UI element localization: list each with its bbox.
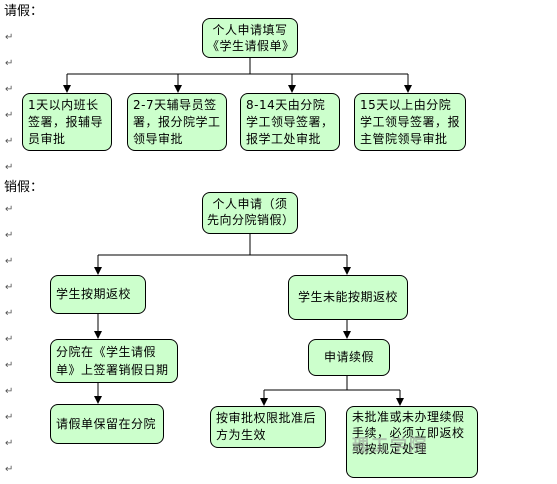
- leave-option-2-box: 2-7天辅导员签署，报分院学工领导审批: [127, 93, 227, 151]
- leave-connectors: [63, 58, 412, 93]
- paragraph-mark-icon: ↵: [5, 386, 14, 397]
- leave-option-4-box: 15天以上由分院学工领导签署，报主管院领导审批: [354, 93, 466, 151]
- cancel-root-text: 个人申请（须先向分院销假）: [207, 197, 295, 227]
- late-box: 学生未能按期返校: [288, 275, 408, 320]
- paragraph-mark-icon: ↵: [5, 32, 14, 43]
- leave-option-3-text: 8-14天由分院学工领导签署，报学工处审批: [246, 98, 334, 146]
- paragraph-mark-icon: ↵: [5, 136, 14, 147]
- leave-option-3-box: 8-14天由分院学工领导签署，报学工处审批: [240, 93, 340, 151]
- leave-section-title: 请假：: [4, 4, 44, 19]
- paragraph-mark-icon: ↵: [5, 308, 14, 319]
- paragraph-mark-icon: ↵: [5, 84, 14, 95]
- paragraph-mark-icon: ↵: [5, 438, 14, 449]
- leave-option-4-text: 15天以上由分院学工领导签署，报主管院领导审批: [360, 98, 461, 146]
- late-step1-box: 申请续假: [308, 339, 390, 376]
- late-step1-text: 申请续假: [323, 350, 374, 364]
- on-time-box: 学生按期返校: [50, 275, 146, 314]
- leave-root-text: 个人申请填写《学生请假单》: [207, 23, 295, 53]
- leave-root-box: 个人申请填写《学生请假单》: [202, 18, 298, 58]
- paragraph-mark-icon: ↵: [5, 204, 14, 215]
- cancel-section-title: 销假：: [4, 180, 44, 195]
- late-unapproved-text: 未批准或未办理续假手续，必须立即返校或按规定处理: [352, 410, 465, 456]
- paragraph-mark-icon: ↵: [5, 334, 14, 345]
- leave-option-1-text: 1天以内班长签署，报辅导员审批: [28, 98, 104, 146]
- on-time-text: 学生按期返校: [56, 287, 132, 301]
- leave-option-1-box: 1天以内班长签署，报辅导员审批: [22, 93, 112, 151]
- paragraph-mark-icon: ↵: [5, 162, 14, 173]
- paragraph-mark-icon: ↵: [5, 464, 14, 475]
- on-time-step1-box: 分院在《学生请假单》上签署销假日期: [50, 339, 178, 383]
- on-time-step2-box: 请假单保留在分院: [50, 404, 164, 444]
- late-unapproved-box: 未批准或未办理续假手续，必须立即返校或按规定处理: [346, 406, 478, 478]
- cancel-connectors: [94, 234, 404, 406]
- late-approved-text: 按审批权限批准后方为生效: [216, 411, 317, 442]
- paragraph-mark-icon: ↵: [5, 256, 14, 267]
- watermark-text: 理工学院: [352, 436, 428, 456]
- paragraph-mark-icon: ↵: [5, 282, 14, 293]
- paragraph-mark-icon: ↵: [5, 230, 14, 241]
- paragraph-mark-icon: ↵: [5, 58, 14, 69]
- on-time-step2-text: 请假单保留在分院: [56, 416, 157, 431]
- late-approved-box: 按审批权限批准后方为生效: [210, 406, 326, 448]
- watermark: 理工学院: [352, 436, 557, 484]
- paragraph-mark-icon: ↵: [5, 412, 14, 423]
- leave-option-2-text: 2-7天辅导员签署，报分院学工领导审批: [133, 98, 221, 146]
- paragraph-mark-icon: ↵: [5, 110, 14, 121]
- late-text: 学生未能按期返校: [297, 290, 398, 304]
- cancel-root-box: 个人申请（须先向分院销假）: [202, 192, 298, 234]
- paragraph-mark-icon: ↵: [5, 360, 14, 371]
- on-time-step1-text: 分院在《学生请假单》上签署销假日期: [56, 345, 169, 377]
